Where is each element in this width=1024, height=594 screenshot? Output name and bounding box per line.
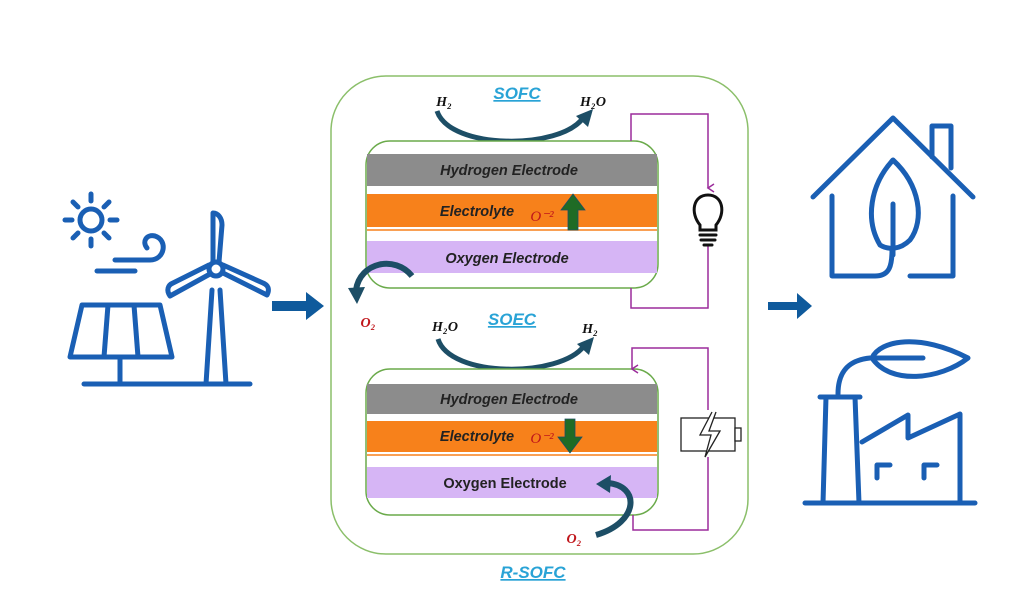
- sofc-input-h2: H₂: [435, 95, 452, 110]
- wind-icon: [94, 233, 166, 274]
- soec-electrolyte-layer: [367, 421, 657, 452]
- soec-hydrogen-electrode-label: Hydrogen Electrode: [440, 392, 578, 408]
- soec-external-circuit: [630, 347, 709, 531]
- sofc-oxygen-label: O₂: [361, 316, 376, 331]
- soec-oxygen-label: O₂: [567, 532, 582, 547]
- soec-oxide-ion-label: O⁻²: [530, 431, 554, 447]
- sofc-electrolyte-layer: [367, 194, 657, 227]
- soec-oxygen-curved-arrow: [595, 475, 634, 538]
- sofc-hydrogen-electrode-layer: [367, 154, 657, 186]
- sofc-oxygen-electrode-layer: [367, 241, 657, 273]
- soec-title: SOEC: [488, 310, 537, 329]
- soec-electrolyte-label: Electrolyte: [440, 429, 514, 445]
- sofc-cell: Hydrogen Electrode Electrolyte Oxygen El…: [365, 140, 659, 289]
- sofc-electrolyte-label: Electrolyte: [440, 204, 514, 220]
- green-house-icon: [810, 115, 976, 279]
- solar-panel-icon: [67, 302, 175, 387]
- sofc-ion-arrow-up: [560, 193, 586, 231]
- soec-ion-arrow-down: [557, 418, 583, 454]
- output-flow-arrow: [768, 293, 812, 319]
- battery-charging-icon: [680, 411, 742, 458]
- green-factory-icon: [802, 339, 978, 506]
- sofc-oxygen-electrode-label: Oxygen Electrode: [445, 251, 568, 267]
- r-sofc-title: R-SOFC: [500, 563, 566, 582]
- soec-cell: Hydrogen Electrode Electrolyte Oxygen El…: [365, 368, 659, 516]
- renewable-sources-group: [62, 191, 271, 387]
- input-flow-arrow: [272, 292, 324, 320]
- soec-oxygen-electrode-label: Oxygen Electrode: [443, 476, 566, 492]
- sofc-oxide-ion-label: O⁻²: [530, 209, 554, 225]
- soec-input-h2o: H₂O: [431, 320, 458, 335]
- soec-output-h2: H₂: [581, 322, 598, 337]
- lightbulb-icon: [692, 193, 724, 247]
- soec-hydrogen-electrode-layer: [367, 384, 657, 414]
- sofc-oxygen-curved-arrow: [348, 260, 415, 304]
- sun-icon: [62, 191, 120, 249]
- sofc-external-circuit: [630, 113, 715, 309]
- wind-turbine-icon: [165, 210, 271, 387]
- sofc-title: SOFC: [493, 84, 541, 103]
- sofc-output-h2o: H₂O: [579, 95, 606, 110]
- sofc-hydrogen-electrode-label: Hydrogen Electrode: [440, 163, 578, 179]
